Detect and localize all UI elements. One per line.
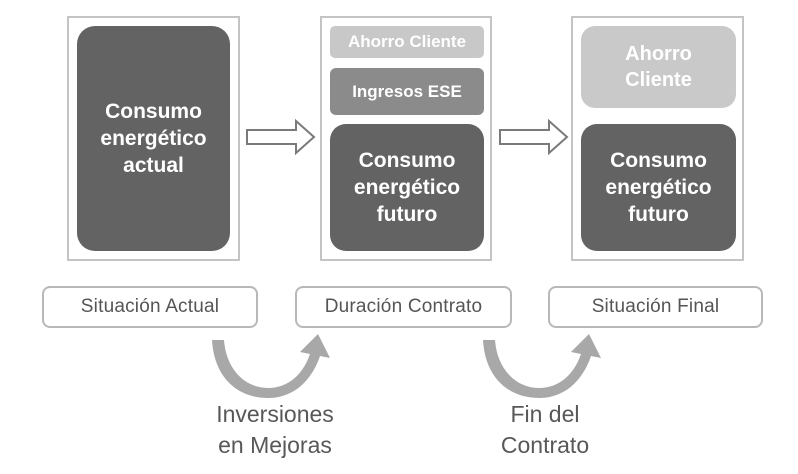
block-current-consumption-line-1: Consumo bbox=[105, 100, 202, 123]
arrow-right-icon-2 bbox=[499, 118, 569, 156]
panel-current-situation: Consumo energético actual bbox=[67, 16, 240, 261]
caption-end-of-contract: Fin del Contrato bbox=[460, 399, 630, 461]
curved-arrow-icon-end-contract bbox=[483, 334, 601, 398]
block-current-consumption-line-3: actual bbox=[123, 154, 184, 177]
caption-end-of-contract-line-1: Fin del bbox=[510, 401, 580, 427]
block-future-consumption-contract: Consumo energético futuro bbox=[330, 124, 484, 251]
block-current-consumption-line-2: energético bbox=[100, 127, 207, 150]
label-final-situation-text: Situación Final bbox=[591, 296, 720, 317]
label-current-situation-text: Situación Actual bbox=[80, 296, 220, 317]
label-contract-duration: Duración Contrato bbox=[295, 286, 512, 328]
block-future-consumption-final: Consumo energético futuro bbox=[581, 124, 736, 251]
block-future-consumption-contract-line-3: futuro bbox=[376, 203, 438, 226]
block-ese-revenue-label: Ingresos ESE bbox=[352, 81, 462, 101]
label-current-situation: Situación Actual bbox=[42, 286, 258, 328]
caption-end-of-contract-line-2: Contrato bbox=[500, 432, 590, 458]
block-client-savings-large: Ahorro Cliente bbox=[581, 26, 736, 108]
block-client-savings-small: Ahorro Cliente bbox=[330, 26, 484, 58]
panel-final-situation: Ahorro Cliente Consumo energético futuro bbox=[571, 16, 744, 261]
block-future-consumption-final-line-3: futuro bbox=[628, 203, 689, 226]
arrow-right-icon-1 bbox=[246, 118, 316, 156]
caption-investments-line-1: Inversiones bbox=[216, 401, 334, 427]
block-client-savings-small-label: Ahorro Cliente bbox=[347, 32, 467, 51]
label-final-situation: Situación Final bbox=[548, 286, 763, 328]
block-future-consumption-final-line-2: energético bbox=[605, 176, 712, 199]
block-current-consumption: Consumo energético actual bbox=[77, 26, 230, 251]
block-future-consumption-final-line-1: Consumo bbox=[610, 149, 707, 172]
block-client-savings-large-line-2: Cliente bbox=[625, 69, 692, 91]
caption-investments: Inversiones en Mejoras bbox=[180, 399, 370, 461]
block-ese-revenue: Ingresos ESE bbox=[330, 68, 484, 115]
block-client-savings-large-line-1: Ahorro bbox=[625, 43, 692, 65]
panel-contract-duration: Ahorro Cliente Ingresos ESE Consumo ener… bbox=[320, 16, 492, 261]
block-future-consumption-contract-line-2: energético bbox=[353, 176, 461, 199]
label-contract-duration-text: Duración Contrato bbox=[324, 296, 483, 317]
curved-arrow-icon-investments bbox=[212, 334, 330, 398]
caption-investments-line-2: en Mejoras bbox=[218, 432, 332, 458]
block-future-consumption-contract-line-1: Consumo bbox=[358, 149, 456, 172]
